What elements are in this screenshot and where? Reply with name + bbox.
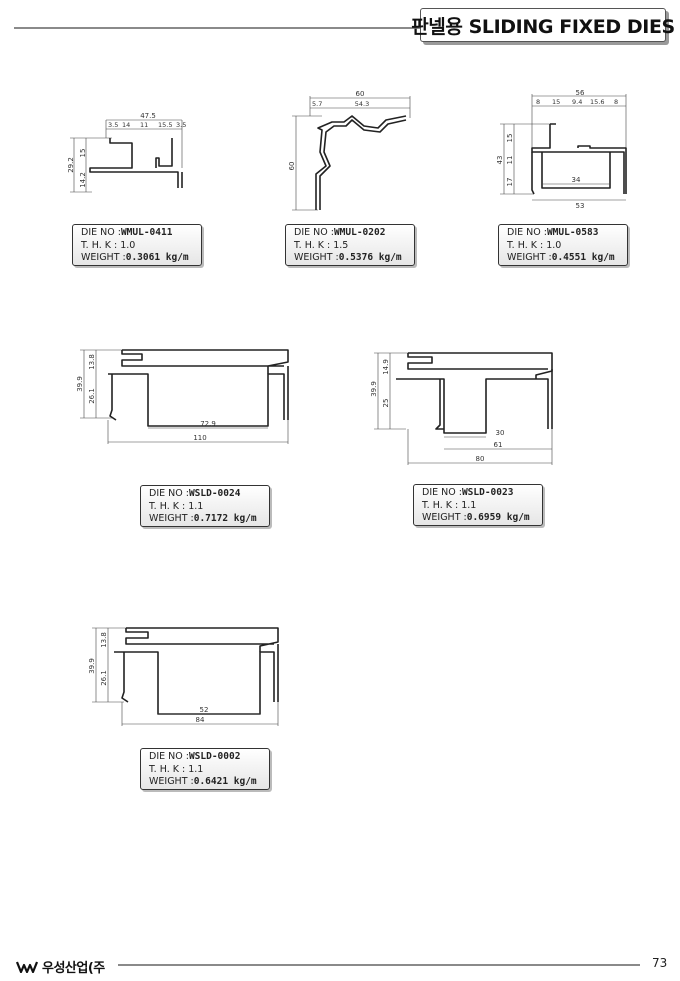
svg-text:54.3: 54.3 [355, 100, 369, 108]
svg-text:80: 80 [476, 455, 485, 463]
footer-rule [118, 964, 640, 966]
die-spec-wmul-0202: DIE NO :WMUL-0202 T. H. K : 1.5 WEIGHT :… [285, 224, 415, 266]
die-spec-wmul-0411: DIE NO :WMUL-0411 T. H. K : 1.0 WEIGHT :… [72, 224, 202, 266]
svg-text:39.9: 39.9 [76, 376, 84, 392]
svg-text:13.8: 13.8 [100, 632, 108, 648]
svg-text:60: 60 [288, 162, 296, 171]
svg-text:14.9: 14.9 [382, 359, 390, 375]
svg-text:14: 14 [122, 121, 130, 129]
logo-mark-icon [16, 961, 38, 973]
svg-text:15.5: 15.5 [158, 121, 172, 129]
page-number: 73 [652, 956, 668, 970]
dim-width: 47.5 [140, 112, 156, 120]
svg-text:15: 15 [506, 134, 514, 143]
die-spec-wmul-0583: DIE NO :WMUL-0583 T. H. K : 1.0 WEIGHT :… [498, 224, 628, 266]
page-title: 판넬용 SLIDING FIXED DIES [411, 8, 675, 42]
svg-text:8: 8 [614, 98, 618, 106]
die-spec-wsld-0002: DIE NO :WSLD-0002 T. H. K : 1.1 WEIGHT :… [140, 748, 270, 790]
svg-text:11: 11 [140, 121, 148, 129]
company-logo: 우성산업(주 [16, 957, 105, 976]
svg-text:39.9: 39.9 [370, 381, 378, 397]
profile-drawing-wsld-0002: 39.9 13.8 26.1 52 84 [88, 627, 279, 726]
die-spec-wsld-0024: DIE NO :WSLD-0024 T. H. K : 1.1 WEIGHT :… [140, 485, 270, 527]
profile-drawing-wsld-0024: 39.9 13.8 26.1 72.9 110 [76, 349, 289, 444]
svg-text:60: 60 [356, 90, 365, 98]
svg-text:3.5: 3.5 [176, 121, 186, 129]
svg-text:52: 52 [200, 706, 209, 714]
svg-text:3.5: 3.5 [108, 121, 118, 129]
svg-text:15: 15 [79, 149, 87, 158]
svg-text:8: 8 [536, 98, 540, 106]
svg-text:34: 34 [572, 176, 581, 184]
profile-drawing-wsld-0023: 39.9 14.9 25 30 61 80 [370, 352, 553, 465]
profile-drawing-wmul-0411: 47.5 3.5 14 11 15.5 3.5 29.2 15 14.2 [67, 112, 186, 193]
die-spec-wsld-0023: DIE NO :WSLD-0023 T. H. K : 1.1 WEIGHT :… [413, 484, 543, 526]
svg-text:110: 110 [193, 434, 206, 442]
profile-drawing-wmul-0583: 56 8 15 9.4 15.6 8 43 15 11 17 34 53 [496, 89, 627, 210]
header-rule [14, 27, 430, 29]
svg-text:72.9: 72.9 [200, 420, 216, 428]
svg-text:13.8: 13.8 [88, 354, 96, 370]
svg-text:15: 15 [552, 98, 560, 106]
company-name: 우성산업(주 [42, 961, 105, 976]
svg-text:14.2: 14.2 [79, 172, 87, 188]
svg-text:26.1: 26.1 [100, 670, 108, 686]
svg-text:29.2: 29.2 [67, 157, 75, 173]
svg-text:56: 56 [576, 89, 585, 97]
svg-text:5.7: 5.7 [312, 100, 322, 108]
svg-text:53: 53 [576, 202, 585, 210]
svg-text:26.1: 26.1 [88, 388, 96, 404]
svg-text:43: 43 [496, 156, 504, 165]
svg-text:61: 61 [494, 441, 503, 449]
svg-text:25: 25 [382, 399, 390, 408]
svg-text:84: 84 [196, 716, 205, 724]
svg-text:11: 11 [506, 156, 514, 165]
profile-drawing-wmul-0202: 60 5.7 54.3 60 [288, 90, 411, 211]
svg-text:17: 17 [506, 178, 514, 187]
svg-text:9.4: 9.4 [572, 98, 582, 106]
svg-text:15.6: 15.6 [590, 98, 604, 106]
svg-text:30: 30 [496, 429, 505, 437]
svg-text:39.9: 39.9 [88, 658, 96, 674]
